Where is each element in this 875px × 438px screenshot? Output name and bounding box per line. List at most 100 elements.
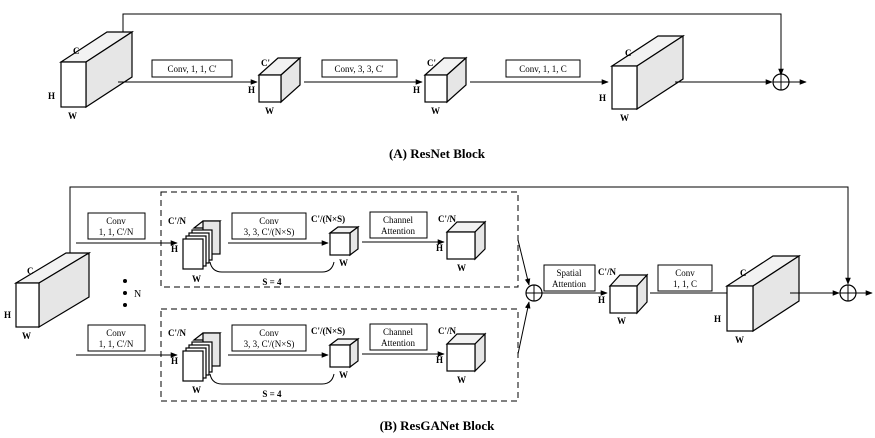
branch-bottom-conv-l1: Conv bbox=[106, 328, 126, 338]
resnet-input-tensor: C H W bbox=[48, 30, 135, 121]
resnet-conv2-label: Conv, 3, 3, C' bbox=[334, 64, 383, 74]
ellipsis-dot-2 bbox=[123, 291, 127, 295]
resnet-input-h: H bbox=[48, 91, 55, 101]
branch-bottom-channel-att-l1: Channel bbox=[383, 327, 413, 337]
resnet-conv3-label: Conv, 1, 1, C bbox=[519, 64, 566, 74]
branch-top-group-conv-box bbox=[231, 212, 307, 240]
branch-bottom-channel-att-box bbox=[369, 323, 428, 351]
resnet-conv1-w: W bbox=[265, 106, 274, 116]
branch-bottom-group-conv-l1: Conv bbox=[259, 328, 279, 338]
branch-top-conv-l2: 1, 1, C'/N bbox=[99, 227, 134, 237]
branch-top-group-tensor: C'/(N×S) W bbox=[311, 214, 360, 268]
resnet-conv1-tensor: C' H W bbox=[248, 56, 302, 116]
resganet-skip-connection bbox=[69, 186, 851, 285]
resganet-input-w: W bbox=[22, 331, 31, 341]
resnet-conv2-c: C' bbox=[427, 58, 436, 68]
branch-bottom-stack-c: C'/N bbox=[168, 328, 187, 338]
branch-top-stack-h: H bbox=[171, 244, 178, 254]
branch-top-att-h: H bbox=[436, 243, 443, 253]
spatial-out-c: C'/N bbox=[598, 267, 617, 277]
spatial-att-box bbox=[543, 264, 596, 292]
branch-bottom-group-tensor: C'/(N×S) W bbox=[311, 326, 360, 380]
resganet-input-h: H bbox=[4, 310, 11, 320]
branch-top-group-w: W bbox=[339, 258, 348, 268]
resnet-input-w: W bbox=[68, 111, 77, 121]
resnet-conv1-label: Conv, 1, 1, C' bbox=[167, 64, 216, 74]
branch-bottom-group-conv-box bbox=[231, 324, 307, 352]
resganet-output-c: C bbox=[740, 268, 747, 278]
n-label: N bbox=[134, 289, 141, 300]
branch-bottom-stack-w: W bbox=[192, 385, 201, 395]
branch-top-stack-c: C'/N bbox=[168, 216, 187, 226]
final-conv-box bbox=[657, 264, 713, 292]
branch-top-att-tensor: C'/N H W bbox=[436, 214, 487, 273]
branch-bottom-conv-box bbox=[87, 324, 146, 352]
branch-top-conv-box bbox=[87, 212, 146, 240]
branch-top-s-label: S = 4 bbox=[262, 277, 282, 287]
branch-bottom-att-tensor: C'/N H W bbox=[436, 326, 487, 385]
resganet-output-tensor: C H W bbox=[714, 254, 802, 345]
branch-bottom: Conv 1, 1, C'/N C'/N H W Conv 3, 3, C'/(… bbox=[76, 308, 519, 402]
final-conv-l1: Conv bbox=[675, 268, 695, 278]
branch-bottom-att-c: C'/N bbox=[438, 326, 457, 336]
branch-top-att-w: W bbox=[457, 263, 466, 273]
branch-top-stack-tensor: C'/N H W bbox=[168, 216, 222, 284]
branch-top-conv-l1: Conv bbox=[106, 216, 126, 226]
branch-bottom-stack-tensor: C'/N H W bbox=[168, 328, 222, 395]
branch-top: Conv 1, 1, C'/N C'/N H W Conv 3, 3, C'/(… bbox=[76, 191, 519, 288]
resganet-sum-icon-2 bbox=[839, 284, 857, 302]
branch-bottom-stack-h: H bbox=[171, 356, 178, 366]
branch-bottom-channel-att-l2: Attention bbox=[381, 338, 415, 348]
resnet-output-c: C bbox=[625, 48, 632, 58]
spatial-out-h: H bbox=[598, 295, 605, 305]
resnet-output-h: H bbox=[599, 93, 606, 103]
branch-top-group-c: C'/(N×S) bbox=[311, 214, 345, 224]
merge-arrow-bottom bbox=[517, 301, 531, 355]
branch-bottom-s-label: S = 4 bbox=[262, 389, 282, 399]
resnet-output-w: W bbox=[620, 113, 629, 123]
resnet-skip-connection bbox=[122, 13, 784, 76]
branch-bottom-att-w: W bbox=[457, 375, 466, 385]
branch-top-group bbox=[160, 191, 519, 288]
branch-top-att-c: C'/N bbox=[438, 214, 457, 224]
resnet-output-tensor: C H W bbox=[599, 34, 686, 123]
resganet-block: C H W N Conv 1, 1, C'/N C bbox=[4, 186, 873, 433]
spatial-out-tensor: C'/N H W bbox=[598, 267, 649, 326]
resnet-conv1-c: C' bbox=[261, 58, 270, 68]
branch-top-channel-att-l1: Channel bbox=[383, 215, 413, 225]
ellipsis-dot-1 bbox=[123, 279, 127, 283]
resnet-block: C H W Conv, 1, 1, C' C' H W Conv, 3, 3, … bbox=[48, 13, 807, 161]
final-conv-l2: 1, 1, C bbox=[673, 279, 697, 289]
branch-bottom-group-w: W bbox=[339, 370, 348, 380]
merge-arrow-top bbox=[517, 239, 531, 286]
ellipsis-dot-3 bbox=[123, 303, 127, 307]
resnet-conv2-w: W bbox=[431, 106, 440, 116]
resganet-output-w: W bbox=[735, 335, 744, 345]
resnet-conv3-box bbox=[505, 59, 581, 78]
resnet-sum-icon bbox=[772, 73, 790, 91]
branch-top-group-conv-l1: Conv bbox=[259, 216, 279, 226]
resnet-conv1-h: H bbox=[248, 85, 255, 95]
resganet-sum-icon-1 bbox=[525, 284, 543, 302]
branch-top-s-brace bbox=[209, 261, 335, 273]
branch-bottom-s-brace bbox=[209, 373, 335, 385]
resnet-conv1-box bbox=[151, 59, 233, 78]
branch-top-stack-w: W bbox=[192, 274, 201, 284]
branch-bottom-group-c: C'/(N×S) bbox=[311, 326, 345, 336]
resganet-output-h: H bbox=[714, 314, 721, 324]
resnet-conv2-tensor: C' H W bbox=[413, 56, 468, 116]
resnet-conv2-h: H bbox=[413, 85, 420, 95]
spatial-out-w: W bbox=[617, 316, 626, 326]
branch-top-channel-att-box bbox=[369, 211, 428, 239]
branch-bottom-group bbox=[160, 308, 519, 402]
resnet-input-c: C bbox=[73, 46, 80, 56]
resganet-caption: (B) ResGANet Block bbox=[380, 418, 496, 433]
resnet-caption: (A) ResNet Block bbox=[389, 146, 486, 161]
branch-bottom-att-h: H bbox=[436, 355, 443, 365]
branch-bottom-group-conv-l2: 3, 3, C'/(N×S) bbox=[244, 339, 295, 349]
spatial-att-l1: Spatial bbox=[557, 268, 582, 278]
spatial-att-l2: Attention bbox=[552, 279, 586, 289]
branch-top-group-conv-l2: 3, 3, C'/(N×S) bbox=[244, 227, 295, 237]
resnet-conv2-box bbox=[321, 59, 398, 78]
